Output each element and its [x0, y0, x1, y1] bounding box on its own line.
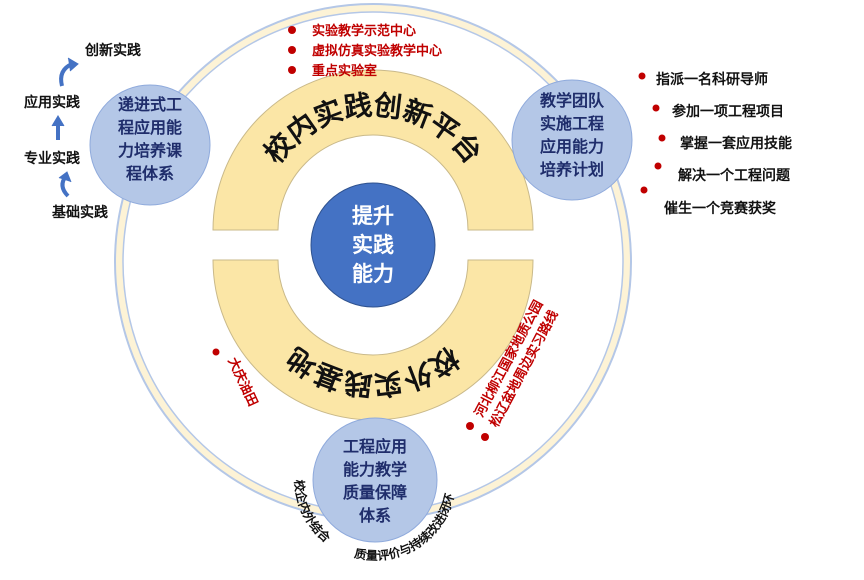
bullet [466, 422, 474, 430]
step-label: 专业实践 [24, 150, 80, 167]
bottom-circle-text: 工程应用 [343, 437, 407, 456]
top-item: 虚拟仿真实验教学中心 [312, 43, 442, 59]
bottom-circle-text: 体系 [359, 506, 391, 525]
left-circle-text: 程应用能 [118, 118, 182, 137]
right-circle-text: 应用能力 [540, 137, 604, 156]
right-item: 掌握一套应用技能 [680, 135, 792, 152]
bottom-circle-text: 质量保障 [343, 483, 407, 502]
arrow-icon [51, 57, 79, 198]
bottom-circle [312, 417, 438, 543]
center-text: 提升 [352, 204, 394, 228]
right-item: 参加一项工程项目 [672, 103, 784, 120]
bottom-band [212, 259, 534, 421]
right-circle-text: 培养计划 [540, 160, 604, 179]
left-circle [89, 84, 211, 206]
top-items: 实验教学示范中心 虚拟仿真实验教学中心 重点实验室 [288, 23, 442, 79]
right-circle-text: 教学团队 [540, 91, 605, 110]
top-item: 重点实验室 [312, 63, 377, 79]
right-circle [511, 79, 633, 201]
top-item: 实验教学示范中心 [312, 23, 416, 39]
left-circle-text: 力培养课 [118, 141, 183, 160]
center-circle [310, 182, 436, 308]
right-circle-text: 实施工程 [540, 114, 604, 133]
center-text: 能力 [352, 262, 394, 286]
left-circle-text: 递进式工 [118, 95, 182, 114]
bullet [212, 348, 220, 356]
step-label: 创新实践 [84, 42, 141, 59]
left-circle-text: 程体系 [126, 164, 174, 183]
right-item: 解决一个工程问题 [678, 167, 791, 184]
right-item: 催生一个竞赛获奖 [664, 200, 777, 217]
bottom-circle-text: 能力教学 [343, 460, 407, 479]
bullet [481, 433, 489, 441]
center-text: 实践 [352, 233, 394, 257]
step-label: 应用实践 [24, 94, 80, 111]
step-label: 基础实践 [52, 204, 108, 221]
right-item: 指派一名科研导师 [656, 71, 768, 88]
top-band [212, 69, 534, 231]
